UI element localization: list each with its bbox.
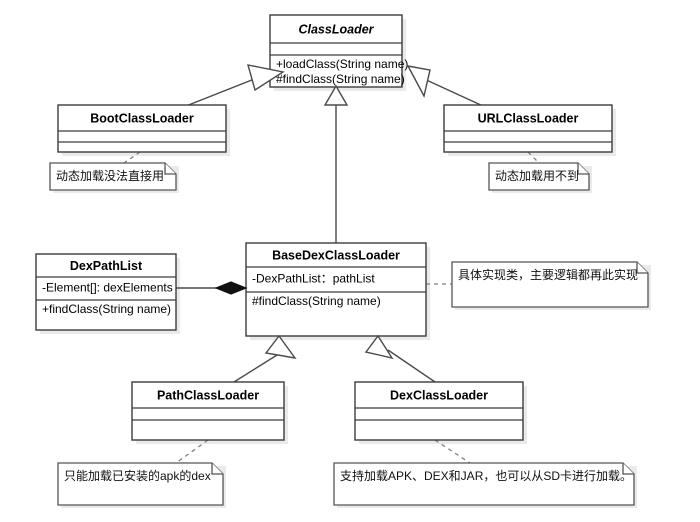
class-box-basedexclassloader[interactable]: BaseDexClassLoader -DexPathList：pathList #… [245,242,427,337]
class-box-classloader[interactable]: ClassLoader +loadClass(String name)#findC… [269,14,408,88]
note-note-boot[interactable]: 动态加载没法直接用 [49,162,177,191]
class-box-outline [269,14,403,88]
class-method-label: +loadClass(String name) [276,57,408,71]
class-box-dexclassloader[interactable]: DexClassLoader [354,381,524,441]
note-body [57,462,224,506]
class-name-label: URLClassLoader [478,111,579,125]
generalization-arrowhead [406,65,431,98]
note-text-label: 支持加载APK、DEX和JAR，也可以从SD卡进行加载。 [340,468,632,483]
class-attribute-label: -DexPathList：pathList [252,272,375,286]
relations-layer [176,75,484,383]
note-anchor-line [175,439,209,464]
class-box-urlclassloader[interactable]: URLClassLoader [443,104,613,153]
note-anchor-line [123,151,141,164]
composition-diamond [214,281,248,295]
arrowheads-layer [214,64,431,360]
note-note-path[interactable]: 只能加载已安装的apk的dex [57,462,224,506]
generalization-arrowhead [323,84,349,106]
class-attribute-label: -Element[]: dexElements [42,281,173,295]
class-box-outline [443,104,613,153]
note-note-dex[interactable]: 支持加载APK、DEX和JAR，也可以从SD卡进行加载。 [333,462,635,506]
classes-layer: ClassLoader+loadClass(String name)#findC… [35,14,613,441]
relation-generalization-line [185,75,263,107]
note-text-label: 动态加载没法直接用 [56,168,164,183]
class-name-label: BaseDexClassLoader [272,248,400,262]
class-box-dexpathlist[interactable]: DexPathList -Element[]: dexElements +findC… [35,253,177,331]
relation-generalization-line [387,349,436,383]
class-name-label: DexPathList [70,259,143,273]
class-method-label: #findClass(String name) [252,294,381,308]
note-fold-corner [577,163,589,175]
class-name-label: DexClassLoader [390,388,488,402]
note-anchor-line [434,439,471,464]
class-name-label: ClassLoader [298,22,374,36]
note-body [451,261,649,308]
note-note-url[interactable]: 动态加载用不到 [488,162,590,191]
class-box-outline [35,253,177,331]
class-method-label: +findClass(String name) [42,302,171,316]
note-fold-corner [164,163,176,175]
relation-generalization-line [421,77,484,107]
note-fold-corner [622,463,634,475]
note-fold-corner [211,463,223,475]
generalization-arrowhead [264,334,297,359]
class-box-outline [245,242,427,337]
class-name-label: PathClassLoader [157,388,259,402]
note-body [49,162,177,191]
note-links-layer [123,151,540,464]
note-text-label: 只能加载已安装的apk的dex [64,468,211,483]
note-fold-corner [636,262,648,274]
generalization-arrowhead [247,64,285,92]
note-anchor-line [527,151,540,164]
class-method-label: #findClass(String name) [276,72,405,86]
note-body [488,162,590,191]
class-box-outline [57,104,227,153]
note-text-label: 具体实现类，主要逻辑都再此实现 [458,267,638,282]
generalization-arrowhead [364,334,394,360]
notes-layer: 动态加载没法直接用 动态加载用不到具体实现类，主要逻辑都再此实现只能加载已安装的a… [49,162,649,506]
note-text-label: 动态加载用不到 [495,169,579,183]
class-box-bootclassloader[interactable]: BootClassLoader [57,104,227,153]
class-name-label: BootClassLoader [90,111,194,125]
note-note-base[interactable]: 具体实现类，主要逻辑都再此实现 [451,261,649,308]
class-box-outline [131,381,285,441]
class-box-pathclassloader[interactable]: PathClassLoader [131,381,285,441]
note-body [333,462,635,506]
class-box-outline [354,381,524,441]
